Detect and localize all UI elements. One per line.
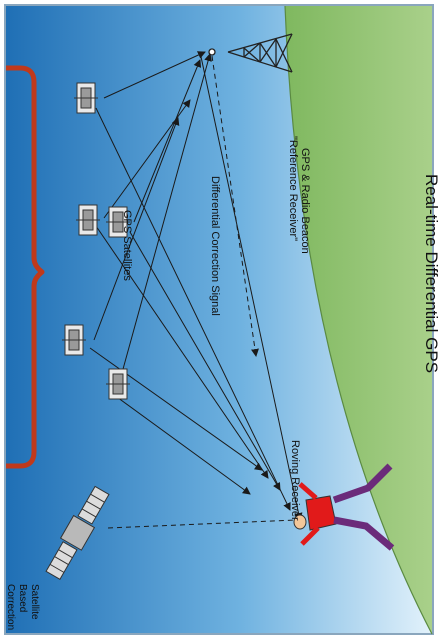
signal-sat4-rover — [89, 347, 263, 471]
gps-satellite-icon — [74, 82, 98, 114]
diagram-title: Real-time Differential GPS — [422, 174, 438, 373]
signals-to-beacon — [93, 51, 212, 381]
signal-sat4-beacon — [93, 117, 180, 341]
gps-satellite-icon — [106, 368, 130, 400]
signal-sat1-beacon — [103, 51, 206, 99]
sbc-label-line1: Satellite — [29, 584, 40, 620]
correction-signal-label: Differential Correction Signal — [209, 176, 221, 316]
signal-beacon-rover — [199, 51, 303, 521]
earth-horizon — [284, 5, 433, 635]
sbc-label-line2: Based — [17, 584, 28, 612]
signals-to-rover — [89, 51, 303, 521]
beacon-sublabel: "Reference Receiver" — [287, 136, 299, 241]
red-bracket — [6, 65, 45, 469]
gps-satellite-icon — [106, 206, 130, 238]
sbc-label-line3: Correction — [5, 584, 16, 630]
signal-sat3-rover — [95, 225, 269, 479]
differential-correction-line — [211, 55, 259, 357]
beacon-label: GPS & Radio Beacon — [299, 148, 311, 254]
gps-satellite-icon — [76, 204, 100, 236]
roving-receiver-label: Roving Receiver — [289, 440, 301, 521]
earth-ground — [285, 6, 432, 634]
signal-sat2-rover — [129, 231, 281, 491]
signal-sat1-rover — [95, 107, 291, 511]
gps-satellite-icon — [62, 324, 86, 356]
signal-sat5-rover — [109, 391, 251, 495]
satellites-label: GPS Satellites — [121, 210, 133, 281]
radio-tower-icon — [208, 33, 293, 73]
person-icon — [293, 463, 395, 551]
communication-satellite-icon — [45, 485, 110, 580]
signal-sat2-beacon — [133, 59, 202, 223]
signal-sat5-beacon — [119, 53, 212, 381]
satellite-correction-line — [107, 519, 297, 529]
